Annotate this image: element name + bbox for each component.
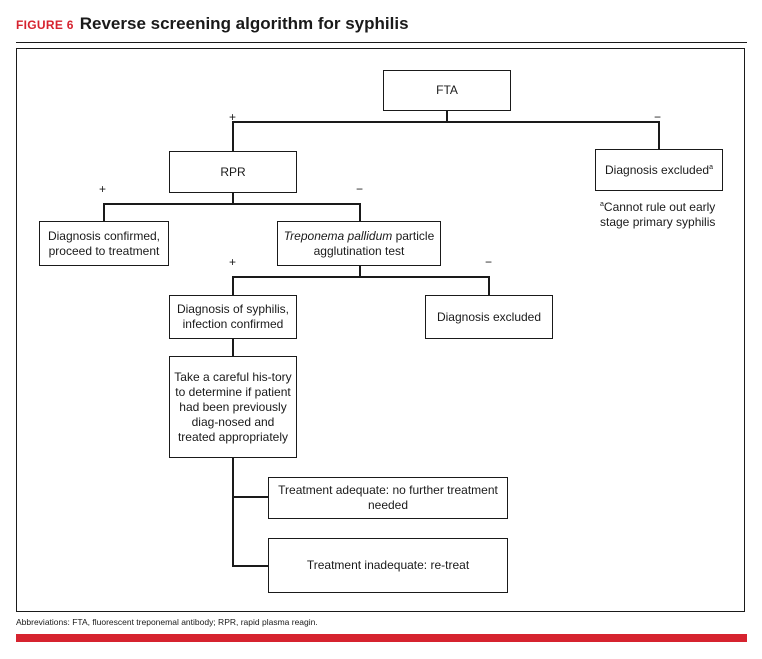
tppa-italic: Treponema pallidum (283, 228, 393, 243)
dx-excluded-fta-mark: a (709, 163, 713, 171)
connector-fta-down (446, 110, 448, 122)
connector-to-adequate (232, 496, 269, 498)
connector-to-inadequate (232, 565, 269, 567)
connector-fta-left-drop (232, 121, 234, 152)
syphilis-confirmed-label: Diagnosis of syphilis, infection confirm… (176, 302, 290, 331)
rpr-label: RPR (220, 164, 246, 179)
connector-fta-right-drop (658, 121, 660, 150)
plus-sign-fta: + (229, 110, 237, 124)
footnote-text: Cannot rule out early stage primary syph… (600, 200, 716, 229)
history-box: Take a careful his-tory to determine if … (169, 356, 297, 458)
connector-tppa-horizontal (232, 276, 490, 278)
figure-header: FIGURE 6 Reverse screening algorithm for … (16, 14, 409, 34)
figure-label: FIGURE 6 (16, 18, 74, 32)
footnote-mark: a (600, 201, 604, 208)
treatment-adequate-box: Treatment adequate: no further treatment… (268, 477, 508, 519)
bottom-accent-bar (16, 634, 747, 642)
minus-sign-fta: − (654, 110, 662, 124)
fta-label: FTA (436, 83, 458, 97)
minus-sign-tppa: − (485, 255, 493, 269)
figure-title: Reverse screening algorithm for syphilis (79, 14, 409, 33)
fta-box: FTA (383, 70, 511, 111)
dx-excluded-tppa-label: Diagnosis excluded (436, 309, 542, 324)
dx-excluded-tppa-box: Diagnosis excluded (425, 295, 553, 339)
dx-excluded-fta-box: Diagnosis excludeda (595, 149, 723, 191)
connector-rpr-left-drop (103, 203, 105, 222)
connector-fta-horizontal (232, 121, 660, 123)
rpr-box: RPR (169, 151, 297, 193)
footnote: aCannot rule out early stage primary syp… (600, 200, 740, 230)
connector-tppa-down (359, 265, 361, 277)
treatment-inadequate-label: Treatment inadequate: re-treat (306, 558, 470, 572)
plus-sign-rpr: + (99, 182, 107, 196)
abbreviations-footer: Abbreviations: FTA, fluorescent treponem… (16, 617, 318, 627)
connector-syphilis-to-history (232, 338, 234, 357)
tppa-rest: particle agglutination test (313, 228, 435, 258)
syphilis-confirmed-box: Diagnosis of syphilis, infection confirm… (169, 295, 297, 339)
minus-sign-rpr: − (356, 182, 364, 196)
plus-sign-tppa: + (229, 255, 237, 269)
connector-history-vertical (232, 457, 234, 567)
tppa-box: Treponema pallidum particle agglutinatio… (277, 221, 441, 266)
dx-excluded-fta-text: Diagnosis excluded (605, 162, 710, 177)
history-label: Take a careful his-tory to determine if … (174, 369, 292, 444)
treatment-inadequate-box: Treatment inadequate: re-treat (268, 538, 508, 593)
dx-excluded-fta-label: Diagnosis excludeda (605, 163, 713, 178)
connector-tppa-right-drop (488, 276, 490, 296)
connector-rpr-horizontal (103, 203, 361, 205)
dx-confirmed-box: Diagnosis confirmed, proceed to treatmen… (39, 221, 169, 266)
diagram-frame (16, 48, 745, 612)
top-rule (16, 42, 747, 43)
dx-confirmed-label: Diagnosis confirmed, proceed to treatmen… (47, 228, 161, 258)
tppa-label: Treponema pallidum particle agglutinatio… (282, 229, 436, 259)
connector-tppa-left-drop (232, 276, 234, 296)
connector-rpr-down (232, 192, 234, 204)
treatment-adequate-label: Treatment adequate: no further treatment… (278, 483, 498, 512)
connector-rpr-right-drop (359, 203, 361, 222)
